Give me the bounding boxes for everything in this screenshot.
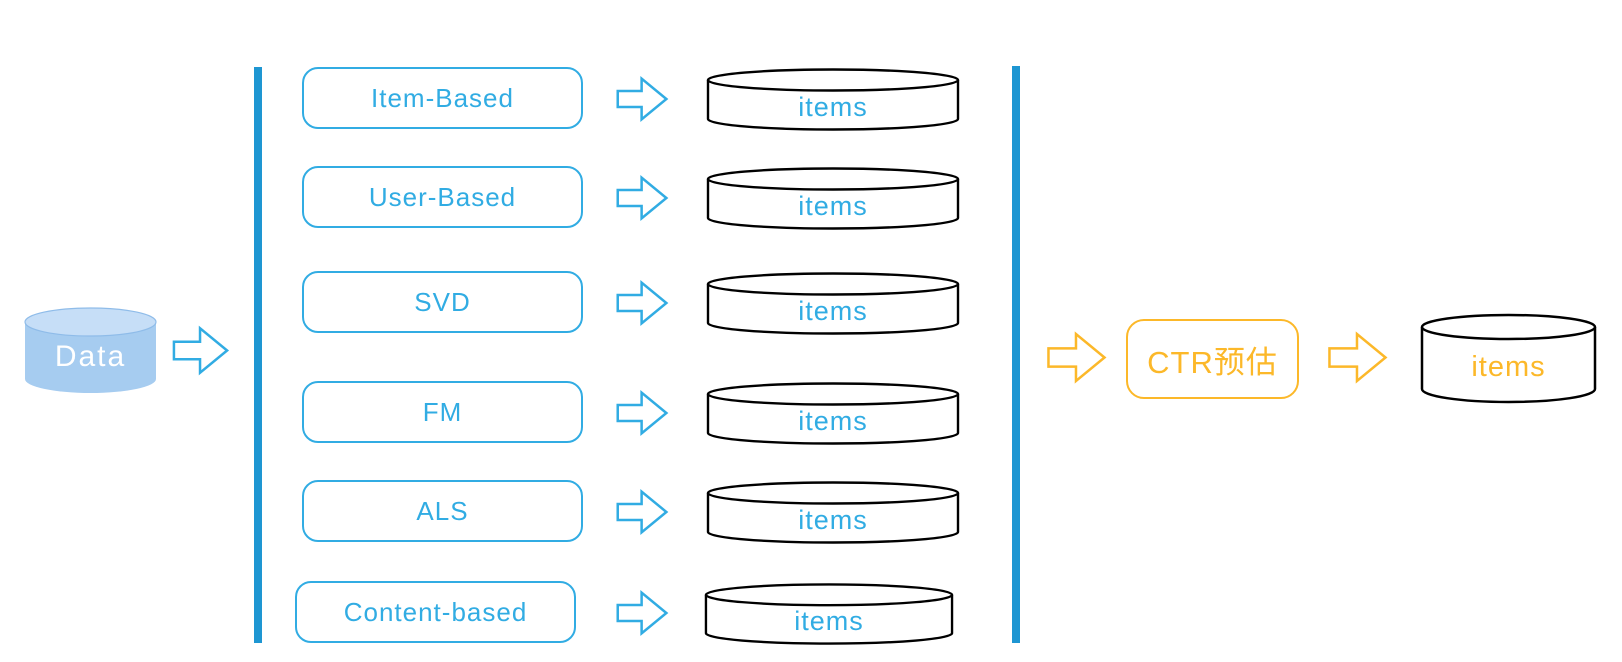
items-cylinder-3: items xyxy=(706,382,960,446)
algo-label: ALS xyxy=(416,495,469,526)
flow-arrow-icon xyxy=(614,390,671,436)
algo-box-als: ALS xyxy=(302,480,583,542)
data-source-cylinder: Data xyxy=(23,307,158,395)
recall-row: Content-based items xyxy=(0,581,1000,647)
flow-arrow-icon xyxy=(614,76,671,122)
items-label: items xyxy=(798,504,868,535)
flow-arrow-icon xyxy=(1318,331,1398,384)
flow-arrow-icon xyxy=(614,489,671,535)
final-items-cylinder: items xyxy=(1420,313,1597,405)
algo-label: Item-Based xyxy=(371,82,514,113)
recall-row: User-Based items xyxy=(0,166,1000,232)
ctr-model-label: CTR预估 xyxy=(1147,344,1278,380)
cylinder-icon xyxy=(706,68,960,131)
flow-arrow-icon xyxy=(1040,331,1114,384)
items-label: items xyxy=(798,190,868,221)
algo-box-user-based: User-Based xyxy=(302,166,583,228)
cylinder-icon xyxy=(1420,313,1597,404)
items-cylinder-2: items xyxy=(706,272,960,336)
cylinder-icon xyxy=(706,272,960,335)
cylinder-icon xyxy=(706,167,960,230)
items-label: items xyxy=(798,405,868,436)
items-cylinder-4: items xyxy=(706,481,960,545)
items-label: items xyxy=(798,91,868,122)
stage-divider-bar-left xyxy=(254,67,262,643)
items-cylinder-5: items xyxy=(703,583,955,646)
recall-row: ALS items xyxy=(0,480,1000,546)
items-label: items xyxy=(798,295,868,326)
items-cylinder-0: items xyxy=(706,68,960,132)
algo-box-fm: FM xyxy=(302,381,583,443)
flow-arrow-icon xyxy=(172,323,230,378)
items-label: items xyxy=(794,606,864,636)
recall-row: Item-Based items xyxy=(0,67,1000,133)
recall-row: FM items xyxy=(0,381,1000,447)
flow-arrow-icon xyxy=(614,280,671,326)
algo-box-item-based: Item-Based xyxy=(302,67,583,129)
ctr-model-box: CTR预估 xyxy=(1126,319,1299,399)
algo-label: FM xyxy=(422,396,463,427)
cylinder-icon xyxy=(704,583,954,645)
cylinder-icon xyxy=(24,307,157,393)
recall-row: SVD items xyxy=(0,271,1000,337)
cylinder-icon xyxy=(706,382,960,445)
items-cylinder-1: items xyxy=(706,167,960,231)
final-items-label: items xyxy=(1471,350,1546,383)
flow-arrow-icon xyxy=(614,590,671,636)
algo-box-content-based: Content-based xyxy=(295,581,576,643)
flow-arrow-icon xyxy=(614,175,671,221)
cylinder-icon xyxy=(706,481,960,544)
stage-divider-bar-right xyxy=(1012,66,1020,643)
data-source-label: Data xyxy=(54,340,127,373)
algo-label: SVD xyxy=(414,286,471,317)
algo-label: User-Based xyxy=(368,181,517,212)
algo-label: Content-based xyxy=(343,596,528,627)
algo-box-svd: SVD xyxy=(302,271,583,333)
